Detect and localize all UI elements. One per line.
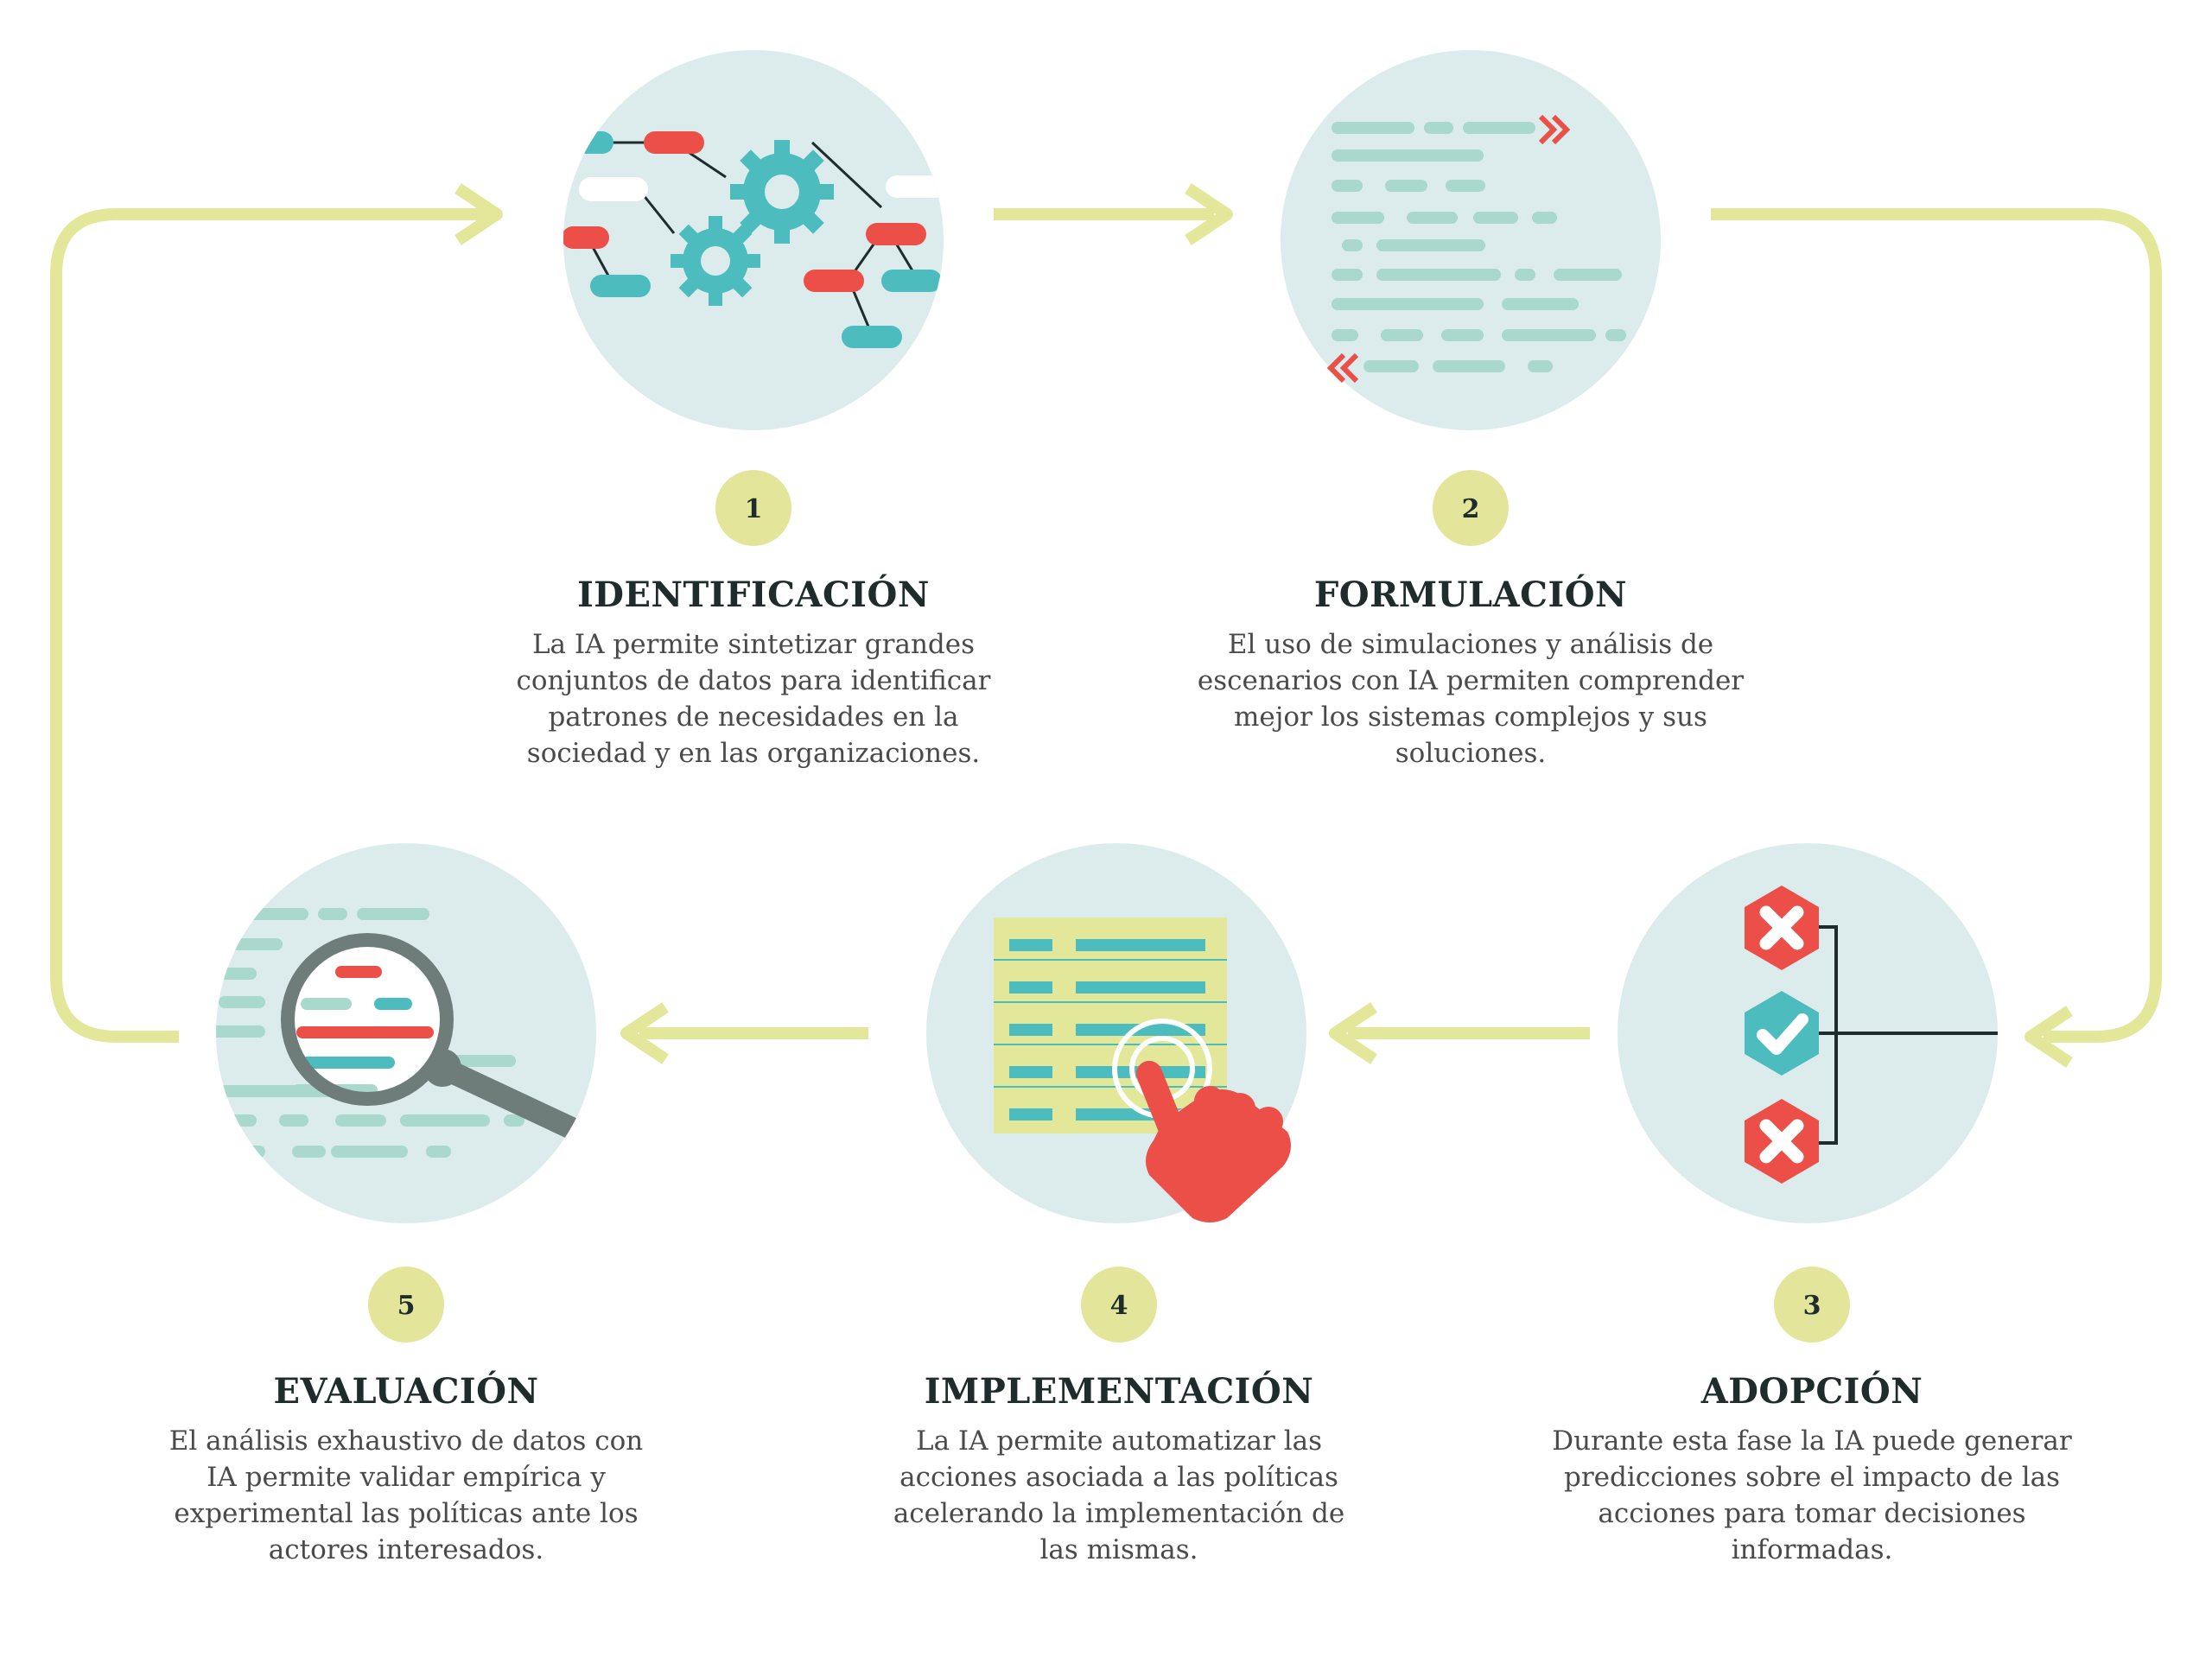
- stage-2-badge: [1433, 470, 1509, 546]
- arrowhead-5-to-1: [454, 183, 503, 245]
- arrowhead-1-to-2: [1185, 183, 1233, 245]
- stage-4-description-line: las mismas.: [1039, 1534, 1198, 1565]
- double-chevron-right-icon: [1538, 114, 1571, 145]
- stage-2-text: 2 FORMULACIÓN El uso de simulaciones y a…: [1198, 470, 1744, 769]
- stage-3-description-line: acciones para tomar decisiones: [1598, 1498, 2025, 1529]
- stage-2-number: 2: [1462, 494, 1480, 524]
- stage-4-number: 4: [1110, 1291, 1128, 1321]
- stage-4-badge: [1081, 1267, 1157, 1343]
- stage-2-description-line: escenarios con IA permiten comprender: [1198, 665, 1744, 696]
- stage-5-description-line: IA permite validar empírica y: [207, 1462, 606, 1493]
- stage-1-title: IDENTIFICACIÓN: [577, 575, 930, 615]
- stage-5-description-line: El análisis exhaustivo de datos con: [169, 1425, 644, 1457]
- stage-5-title: EVALUACIÓN: [273, 1371, 538, 1412]
- stage-3-badge: [1774, 1267, 1850, 1343]
- code-lines-icon: [1332, 122, 1626, 372]
- stage-3-description-line: predicciones sobre el impacto de las: [1564, 1462, 2060, 1493]
- stage-1-text: 1 IDENTIFICACIÓN La IA permite sintetiza…: [517, 470, 991, 769]
- pointing-hand-icon: [1136, 1060, 1291, 1222]
- stage-3-illustration: [1618, 843, 1998, 1223]
- arrowhead-3-to-4: [1329, 1002, 1377, 1064]
- network-gears-icon: [563, 131, 944, 348]
- stage-4-description-line: La IA permite automatizar las: [916, 1425, 1322, 1457]
- stage-5-description-line: experimental las políticas ante los: [174, 1498, 638, 1529]
- arrow-2-to-3: [1711, 208, 2162, 1043]
- stage-5-text: 5 EVALUACIÓN El análisis exhaustivo de d…: [169, 1267, 644, 1565]
- touch-table-icon: [994, 917, 1291, 1222]
- flow-arrows: [50, 183, 2162, 1068]
- stage-2-description-line: soluciones.: [1395, 738, 1546, 769]
- stage-3-text: 3 ADOPCIÓN Durante esta fase la IA puede…: [1552, 1267, 2072, 1565]
- stage-2-description-line: mejor los sistemas complejos y sus: [1234, 702, 1707, 733]
- stage-1-description-line: patrones de necesidades en la: [548, 702, 958, 733]
- stage-3-description-line: informadas.: [1732, 1534, 1893, 1565]
- stage-4-title: IMPLEMENTACIÓN: [925, 1371, 1314, 1412]
- magnifier-icon: [281, 933, 584, 1142]
- reject-icon: [1745, 886, 1819, 970]
- stage-2-illustration: [1281, 50, 1661, 430]
- stage-2-description-line: El uso de simulaciones y análisis de: [1228, 629, 1713, 660]
- reject-icon: [1745, 1099, 1819, 1184]
- stage-5-description-line: actores interesados.: [269, 1534, 543, 1565]
- stage-5-number: 5: [397, 1291, 416, 1321]
- gear-icon: [730, 140, 834, 244]
- double-chevron-left-icon: [1326, 352, 1359, 384]
- stage-1-description-line: La IA permite sintetizar grandes: [532, 629, 975, 660]
- stage-5-badge: [368, 1267, 444, 1343]
- stage-4-description-line: acciones asociada a las políticas: [899, 1462, 1338, 1493]
- stage-1-badge: [715, 470, 791, 546]
- stage-1-description-line: conjuntos de datos para identificar: [517, 665, 991, 696]
- stage-4-description-line: acelerando la implementación de: [893, 1498, 1344, 1529]
- decision-tree-icon: [1745, 886, 1998, 1184]
- stage-1-illustration: [563, 50, 944, 430]
- stage-1-number: 1: [745, 494, 763, 524]
- stage-3-title: ADOPCIÓN: [1700, 1371, 1923, 1412]
- arrowhead-4-to-5: [620, 1002, 669, 1064]
- approve-icon: [1745, 991, 1819, 1076]
- gear-icon: [671, 216, 760, 306]
- arrow-5-to-1: [50, 208, 488, 1043]
- stage-4-illustration: [926, 843, 1306, 1223]
- stage-1-description-line: sociedad y en las organizaciones.: [527, 738, 980, 769]
- arrowhead-2-to-3: [2024, 1006, 2073, 1068]
- stage-4-text: 4 IMPLEMENTACIÓN La IA permite automatiz…: [893, 1267, 1344, 1565]
- stage-2-title: FORMULACIÓN: [1314, 575, 1627, 615]
- stage-3-number: 3: [1803, 1291, 1821, 1321]
- stage-5-illustration: [216, 843, 596, 1223]
- stage-3-description-line: Durante esta fase la IA puede generar: [1552, 1425, 2072, 1457]
